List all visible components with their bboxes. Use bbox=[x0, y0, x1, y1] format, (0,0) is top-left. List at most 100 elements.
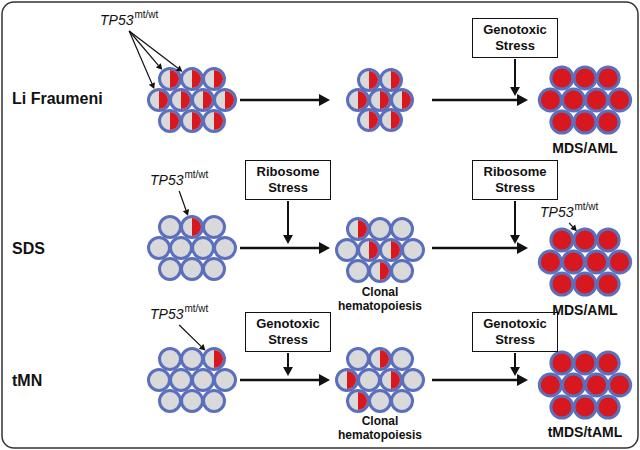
heterozygous-cell bbox=[149, 90, 170, 111]
heterozygous-cell bbox=[381, 240, 402, 261]
leader-arrow bbox=[129, 31, 152, 83]
mutant-half bbox=[192, 112, 201, 130]
normal-cell bbox=[392, 349, 413, 370]
mutant-half bbox=[391, 371, 400, 389]
row-label: Li Fraumeni bbox=[12, 90, 103, 108]
mutant-cell bbox=[574, 396, 596, 418]
normal-cell bbox=[204, 259, 225, 280]
mutant-half bbox=[358, 392, 367, 410]
stress-label: Ribosome Stress bbox=[250, 164, 326, 196]
mutant-cell bbox=[574, 67, 596, 89]
mutant-cell bbox=[539, 89, 561, 111]
mutant-cell bbox=[551, 67, 573, 89]
heterozygous-cell bbox=[204, 349, 225, 370]
progression-arrow-head bbox=[319, 242, 330, 254]
leader-arrow bbox=[129, 31, 158, 65]
mutant-cell bbox=[562, 374, 584, 396]
mutant-half bbox=[214, 350, 223, 368]
stress-arrow-head bbox=[510, 87, 520, 96]
mutant-cell bbox=[586, 374, 608, 396]
normal-cell bbox=[171, 238, 192, 259]
heterozygous-cell bbox=[160, 69, 181, 90]
mutant-half bbox=[214, 112, 223, 130]
normal-cell bbox=[193, 238, 214, 259]
progression-arrow-head bbox=[517, 94, 528, 106]
heterozygous-cell bbox=[359, 70, 380, 91]
stress-arrow bbox=[514, 353, 516, 367]
leader-arrow-head bbox=[156, 63, 162, 70]
progression-arrow bbox=[240, 247, 319, 250]
mutant-half bbox=[369, 111, 378, 129]
row-label: tMN bbox=[12, 372, 42, 390]
mutant-cell bbox=[574, 273, 596, 295]
heterozygous-cell bbox=[370, 261, 391, 282]
genotype-superscript: mt/wt bbox=[574, 201, 598, 212]
heterozygous-cell bbox=[392, 90, 413, 111]
stress-arrow-head bbox=[510, 367, 520, 376]
mutant-half bbox=[358, 91, 367, 109]
heterozygous-cell bbox=[204, 69, 225, 90]
stress-arrow bbox=[287, 201, 289, 235]
stress-box: Genotoxic Stress bbox=[472, 312, 558, 352]
heterozygous-cell bbox=[370, 90, 391, 111]
progression-arrow bbox=[432, 99, 517, 102]
mutant-half bbox=[170, 70, 179, 88]
mutant-cell bbox=[597, 229, 619, 251]
normal-cell bbox=[149, 370, 170, 391]
normal-cell bbox=[182, 391, 203, 412]
mutant-cell bbox=[551, 396, 573, 418]
mutant-half bbox=[181, 91, 190, 109]
normal-cell bbox=[204, 217, 225, 238]
gene-label: TP53 bbox=[150, 306, 183, 322]
mutant-cell bbox=[574, 111, 596, 133]
mutant-cell bbox=[574, 352, 596, 374]
normal-cell bbox=[392, 219, 413, 240]
mutant-cell bbox=[609, 89, 631, 111]
mutant-cell bbox=[551, 111, 573, 133]
progression-arrow bbox=[432, 247, 517, 250]
mutant-half bbox=[159, 91, 168, 109]
leader-arrow bbox=[129, 31, 178, 68]
heterozygous-cell bbox=[182, 111, 203, 132]
heterozygous-cell bbox=[193, 90, 214, 111]
progression-arrow bbox=[432, 379, 517, 382]
outcome-label: Clonal hematopoiesis bbox=[334, 414, 426, 442]
leader-arrow-head bbox=[183, 209, 189, 216]
normal-cell bbox=[348, 261, 369, 282]
stress-box: Ribosome Stress bbox=[472, 160, 558, 200]
stress-arrow-head bbox=[283, 367, 293, 376]
mutant-cell bbox=[609, 251, 631, 273]
gene-label: TP53 bbox=[150, 172, 183, 188]
mutant-half bbox=[170, 112, 179, 130]
mutant-cell bbox=[551, 273, 573, 295]
mutant-half bbox=[369, 71, 378, 89]
genotype-superscript: mt/wt bbox=[134, 9, 158, 20]
normal-cell bbox=[359, 370, 380, 391]
normal-cell bbox=[193, 370, 214, 391]
normal-cell bbox=[215, 370, 236, 391]
normal-cell bbox=[149, 238, 170, 259]
progression-arrow-head bbox=[517, 374, 528, 386]
heterozygous-cell bbox=[381, 110, 402, 131]
normal-cell bbox=[160, 259, 181, 280]
mutant-half bbox=[347, 371, 356, 389]
normal-cell bbox=[403, 240, 424, 261]
outcome-label: Clonal hematopoiesis bbox=[334, 285, 426, 313]
mutant-cell bbox=[551, 229, 573, 251]
mutant-cell bbox=[586, 89, 608, 111]
genotype-superscript: mt/wt bbox=[184, 169, 208, 180]
mutant-half bbox=[380, 91, 389, 109]
progression-arrow-head bbox=[517, 242, 528, 254]
heterozygous-cell bbox=[359, 110, 380, 131]
mutant-half bbox=[358, 220, 367, 238]
mutant-cell bbox=[586, 251, 608, 273]
heterozygous-cell bbox=[160, 111, 181, 132]
mutant-half bbox=[391, 111, 400, 129]
normal-cell bbox=[337, 240, 358, 261]
heterozygous-cell bbox=[359, 240, 380, 261]
heterozygous-cell bbox=[348, 219, 369, 240]
normal-cell bbox=[182, 349, 203, 370]
mutant-half bbox=[402, 91, 411, 109]
outcome-label: tMDS/tAML bbox=[548, 424, 623, 440]
